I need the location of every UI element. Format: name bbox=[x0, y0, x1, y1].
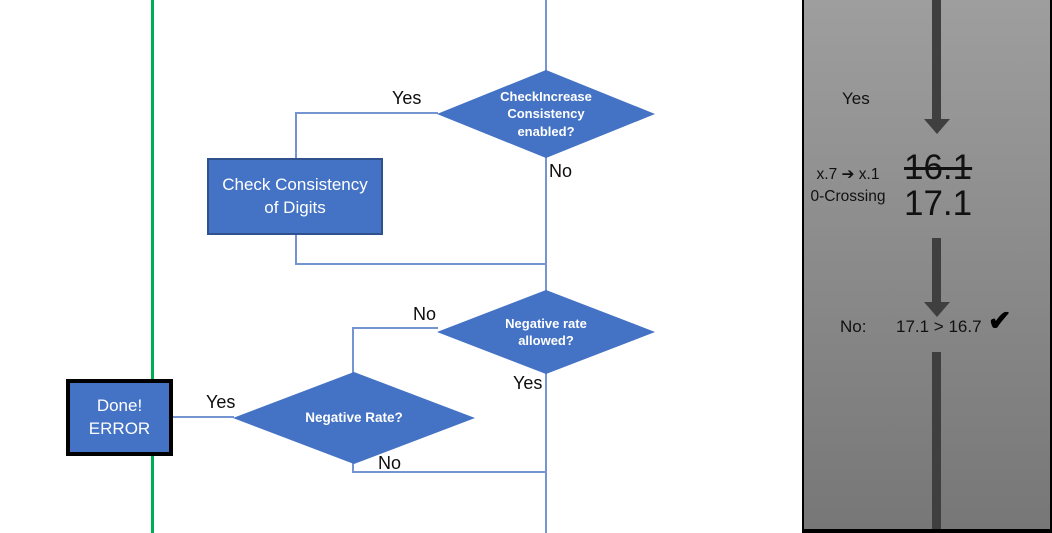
connector-neg-rate-allowed-no-v bbox=[352, 327, 354, 373]
edge-label-check-increase-yes: Yes bbox=[392, 88, 422, 108]
edge-label-check-increase-no: No bbox=[549, 161, 573, 181]
edge-label-negative-rate-allowed-yes: Yes bbox=[513, 373, 543, 393]
panel-no-label: No: bbox=[840, 317, 867, 336]
edge-label-negative-rate-yes: Yes bbox=[206, 392, 236, 412]
down-arrow-head-icon bbox=[924, 119, 950, 134]
checkmark-icon: ✔ bbox=[988, 305, 1012, 336]
example-side-panel: Yes x.7 ➔ x.1 0-Crossing 16.1 17.1 No: 1… bbox=[802, 0, 1052, 533]
down-arrow-icon bbox=[932, 352, 941, 529]
panel-case-text: x.7 ➔ x.1 0-Crossing bbox=[810, 166, 886, 205]
connector-process-out-h bbox=[295, 263, 546, 265]
main-flow-connector bbox=[545, 0, 547, 533]
connector-neg-rate-no-h bbox=[352, 471, 546, 473]
terminal-done-error: Done! ERROR bbox=[66, 379, 173, 456]
decision-negative-rate: Negative Rate? bbox=[233, 372, 475, 464]
panel-new-value: 17.1 bbox=[904, 184, 973, 223]
edge-label-negative-rate-no: No bbox=[378, 453, 402, 473]
process-check-consistency-of-digits: Check Consistency of Digits bbox=[207, 158, 383, 235]
connector-neg-rate-yes-h bbox=[172, 416, 234, 418]
connector-check-increase-yes-h bbox=[295, 112, 438, 114]
down-arrow-icon bbox=[932, 0, 941, 120]
connector-neg-rate-allowed-no-h bbox=[352, 327, 438, 329]
down-arrow-head-icon bbox=[924, 302, 950, 317]
connector-check-increase-yes-v bbox=[295, 112, 297, 159]
decision-check-increase-consistency: CheckIncrease Consistency enabled? bbox=[437, 70, 655, 158]
connector-process-out-v bbox=[295, 235, 297, 265]
panel-comparison: 17.1 > 16.7 bbox=[896, 317, 982, 336]
connector-neg-rate-no-v bbox=[352, 461, 354, 473]
edge-label-negative-rate-allowed-no: No bbox=[413, 304, 437, 324]
green-guide-line bbox=[151, 0, 154, 533]
down-arrow-icon bbox=[932, 238, 941, 304]
panel-old-value: 16.1 bbox=[904, 148, 973, 187]
decision-negative-rate-allowed: Negative rate allowed? bbox=[437, 290, 655, 374]
panel-yes-label: Yes bbox=[842, 89, 870, 108]
